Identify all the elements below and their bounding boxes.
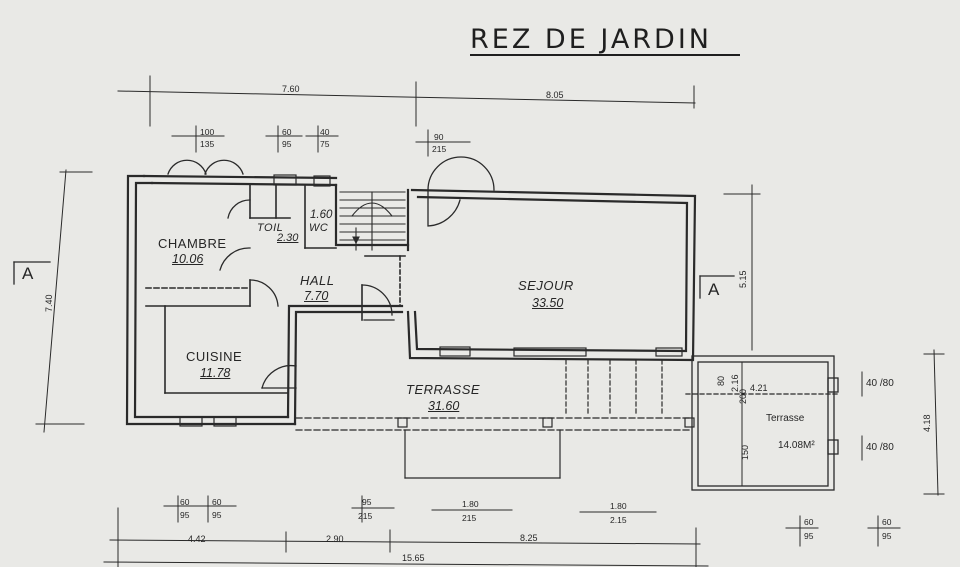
opening-top-2-h: 95	[282, 139, 292, 149]
room-toil-name: TOIL	[257, 222, 284, 234]
opening-bottom-4-h: 215	[462, 513, 477, 523]
plan-title: REZ DE JARDIN	[470, 24, 713, 55]
railing-label-2: 40 /80	[866, 442, 894, 453]
opening-bottom-6-h: 95	[804, 531, 814, 541]
railing-label-1: 40 /80	[866, 378, 894, 389]
room-terrasse-name: TERRASSE	[406, 382, 481, 397]
opening-bottom-3-h: 215	[358, 511, 373, 521]
windows	[179, 174, 683, 427]
dim-bottom-c: 8.25	[520, 533, 538, 543]
dim-top-right: 8.05	[546, 90, 564, 100]
opening-top-3-h: 75	[320, 139, 330, 149]
stair	[339, 191, 406, 251]
room-chambre-area: 10.06	[172, 252, 204, 266]
outer-walls	[125, 174, 697, 426]
room-cuisine-area: 11.78	[200, 366, 231, 380]
dim-left-height: 7.40	[44, 294, 54, 312]
room-terrasse-area: 31.60	[428, 399, 460, 413]
room-hall-name: HALL	[300, 273, 335, 288]
opening-ticks	[163, 125, 901, 547]
room-hall-area: 7.70	[304, 289, 329, 303]
section-marker-right: A	[708, 280, 720, 299]
room-sejour-area: 33.50	[532, 296, 564, 310]
dim-far-right-height: 4.18	[922, 414, 932, 432]
opening-top-4-h: 215	[432, 144, 447, 154]
opening-top-1-w: 100	[200, 127, 215, 137]
opening-bottom-3-w: 95	[362, 497, 372, 507]
room-cuisine-name: CUISINE	[186, 349, 243, 364]
opening-bottom-1-h: 95	[180, 510, 190, 520]
opening-bottom-7-h: 95	[882, 531, 892, 541]
dim-terrace-inner-a: 4.21	[750, 383, 768, 393]
door-swings	[167, 156, 495, 389]
opening-bottom-4-w: 1.80	[462, 499, 479, 509]
opening-bottom-7-w: 60	[882, 517, 892, 527]
room-wc-name: WC	[309, 222, 329, 234]
dim-bottom-total: 15.65	[402, 553, 425, 563]
opening-bottom-1-w: 60	[180, 497, 190, 507]
opening-bottom-2-w: 60	[212, 497, 222, 507]
dimension-lines	[35, 75, 945, 567]
opening-bottom-5-w: 1.80	[610, 501, 627, 511]
dim-terrace-v3: 150	[740, 444, 750, 460]
title-underline	[470, 54, 740, 56]
section-marker-left: A	[22, 264, 34, 283]
room-chambre-name: CHAMBRE	[158, 236, 227, 251]
terrace-lines	[295, 359, 695, 479]
opening-top-4-w: 90	[434, 132, 444, 142]
dim-terrace-v1: 80	[716, 375, 726, 386]
dim-bottom-b: 2.90	[326, 534, 344, 544]
small-terrace	[685, 355, 841, 491]
dim-right-height: 5.15	[738, 270, 748, 288]
opening-bottom-6-w: 60	[804, 517, 814, 527]
room-toil-area: 2.30	[277, 232, 299, 244]
interior-walls	[145, 184, 406, 394]
opening-bottom-5-h: 2.15	[610, 515, 627, 525]
small-terrasse-name: Terrasse	[766, 413, 805, 424]
dim-bottom-a: 4.42	[188, 534, 206, 544]
small-terrasse-area: 14.08M²	[778, 440, 815, 451]
section-marker-lines	[13, 261, 735, 299]
opening-bottom-2-h: 95	[212, 510, 222, 520]
opening-top-2-w: 60	[282, 127, 292, 137]
opening-top-1-h: 135	[200, 139, 215, 149]
dim-top-left: 7.60	[282, 84, 300, 94]
room-wc-area: 1.60	[310, 209, 333, 221]
room-sejour-name: SEJOUR	[518, 278, 574, 293]
opening-top-3-w: 40	[320, 127, 330, 137]
dim-terrace-v2: 200	[738, 388, 748, 404]
